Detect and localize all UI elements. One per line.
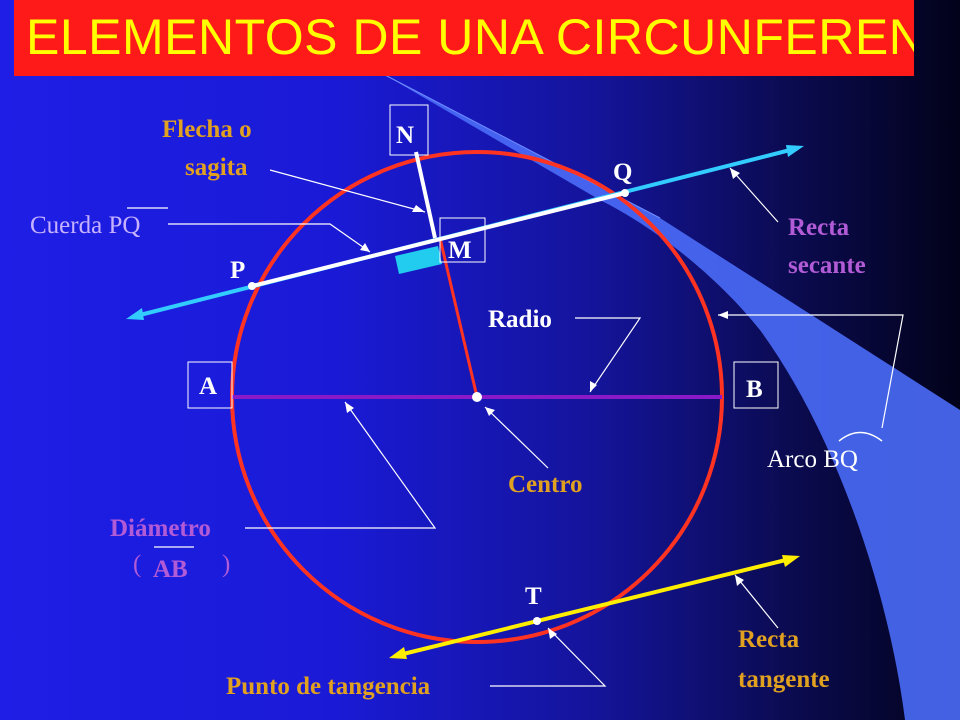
- tangent-arrow-left: [389, 647, 407, 659]
- recta-secante-label-line1: Recta: [788, 214, 850, 241]
- point-p-label: P: [230, 257, 245, 284]
- recta-tangente-label-line2: tangente: [738, 666, 830, 693]
- point-q-label: Q: [613, 159, 632, 186]
- slide-title: ELEMENTOS DE UNA CIRCUNFERENCIA: [26, 9, 914, 65]
- m-box: [439, 217, 486, 263]
- secant-arrow-left: [126, 308, 144, 320]
- pointer-lines: [168, 167, 904, 687]
- background-wedge: [385, 75, 960, 720]
- a-box: [187, 361, 233, 409]
- sagita-line: [414, 151, 437, 239]
- diametro-segment: AB: [153, 556, 188, 583]
- point-q-dot: [621, 189, 629, 197]
- point-a-label: A: [199, 373, 217, 400]
- point-t-label: T: [525, 583, 542, 610]
- centro-label: Centro: [508, 471, 583, 498]
- flecha-label-line1: Flecha o: [162, 116, 252, 143]
- arco-segment: BQ: [823, 446, 858, 473]
- recta-secante-label-line2: secante: [788, 252, 866, 279]
- diametro-pointer: [245, 401, 437, 529]
- cuerda-label: Cuerda PQ: [30, 212, 140, 239]
- recta-tangente-pointer: [734, 574, 779, 629]
- point-t-dot: [533, 617, 541, 625]
- punto-tangencia-pointer: [490, 627, 607, 687]
- arco-pointer: [718, 314, 904, 429]
- radio-pointer: [575, 317, 642, 393]
- label-boxes: [187, 104, 779, 409]
- chord-pq: [251, 191, 626, 288]
- diametro-paren-open: (: [133, 551, 141, 578]
- radio-label: Radio: [488, 306, 552, 333]
- cuerda-pointer: [168, 223, 371, 253]
- recta-tangente-label-line1: Recta: [738, 626, 800, 653]
- arco-label: Arco BQ: [767, 446, 858, 473]
- point-b-label: B: [746, 376, 763, 403]
- point-n-label: N: [396, 122, 414, 149]
- b-box: [733, 361, 779, 409]
- tangent-arrow-right: [782, 555, 800, 567]
- cuerda-prefix: Cuerda: [30, 212, 108, 239]
- recta-secante-pointer: [729, 167, 779, 223]
- flecha-label-line2: sagita: [185, 154, 248, 181]
- flecha-pointer: [269, 169, 426, 213]
- point-p-dot: [248, 282, 256, 290]
- pointer-arrowheads: [345, 168, 744, 639]
- arco-overline: [838, 431, 883, 442]
- cuerda-segment: PQ: [108, 212, 140, 239]
- n-box: [389, 104, 429, 156]
- right-angle-marker: [395, 246, 442, 274]
- center-dot: [472, 392, 482, 402]
- radius-line: [438, 237, 479, 398]
- centro-pointer: [484, 406, 549, 469]
- punto-tangencia-label: Punto de tangencia: [226, 673, 431, 700]
- secant-arrow-right: [786, 145, 804, 157]
- diametro-paren-close: ): [222, 551, 230, 578]
- title-bar: ELEMENTOS DE UNA CIRCUNFERENCIA: [14, 0, 914, 76]
- tangent-line: [394, 556, 795, 658]
- point-m-label: M: [448, 237, 472, 264]
- arco-prefix: Arco: [767, 446, 823, 473]
- diametro-label: Diámetro: [110, 515, 211, 542]
